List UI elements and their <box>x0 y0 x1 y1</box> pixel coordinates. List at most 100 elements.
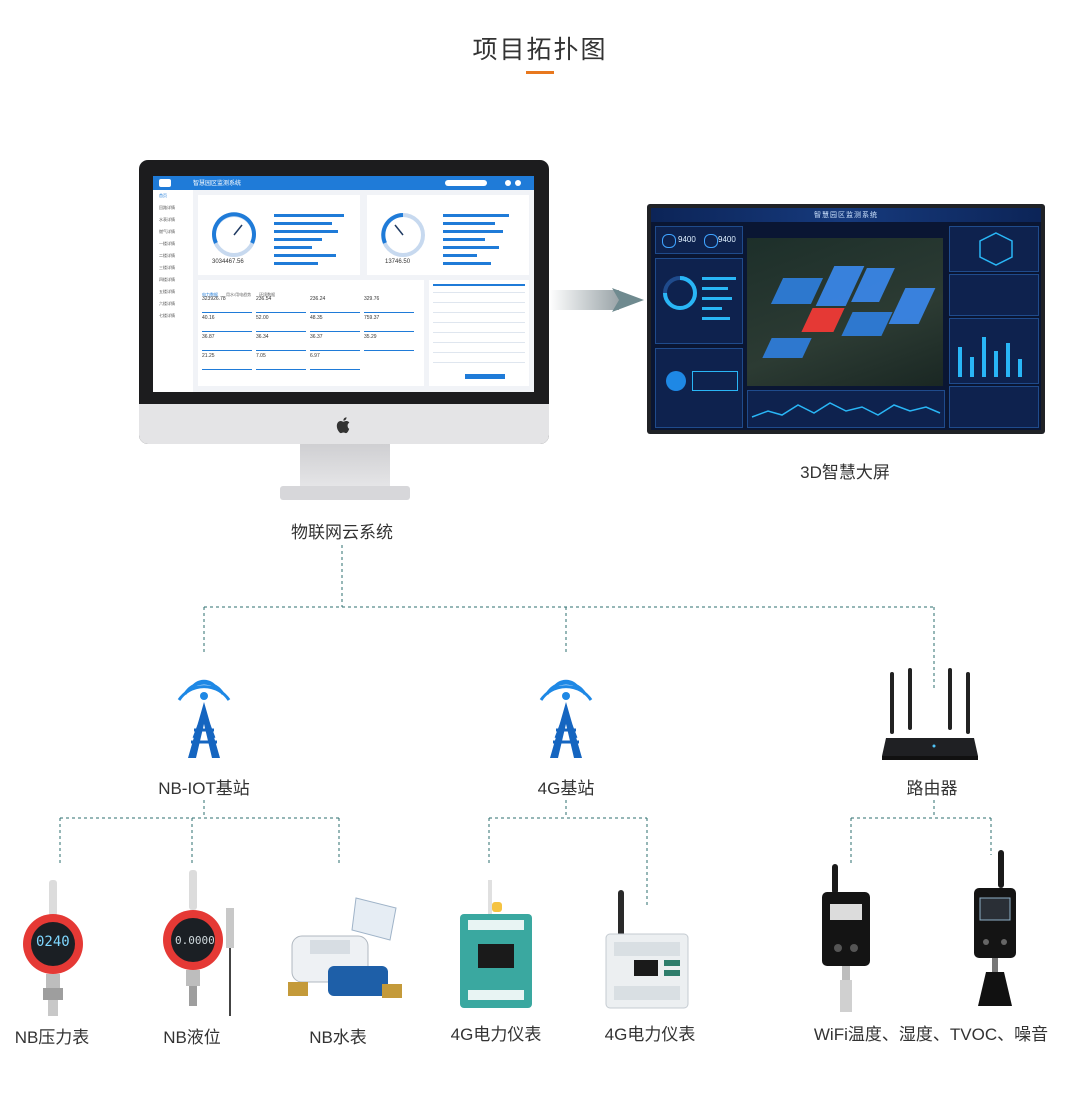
sidebar-item[interactable]: 七楼详情 <box>159 313 175 318</box>
apple-logo-icon <box>336 417 350 434</box>
panel-water-gauge: 13746.50 <box>367 195 529 275</box>
hexagon-icon <box>979 232 1013 266</box>
power-meter-icon <box>460 880 532 1008</box>
data-cell: 36.37 <box>310 334 360 351</box>
app-header: 智慧园区监测系统 <box>153 176 534 190</box>
title-underline <box>526 71 554 74</box>
device-label-water: NB水表 <box>309 1028 367 1047</box>
tab-item[interactable]: 用水/用电趋势 <box>226 292 252 297</box>
tab-item[interactable]: 电力数据 <box>202 292 218 297</box>
monitor-base <box>280 486 410 500</box>
link-4g-devices <box>488 800 648 905</box>
device-label-power-2: 4G电力仪表 <box>604 1025 696 1044</box>
data-cell: 21.25 <box>202 353 252 370</box>
stat-panel: 9400 9400 <box>655 226 743 254</box>
page-title: 项目拓扑图 <box>472 36 608 64</box>
station-label-router: 路由器 <box>906 779 958 798</box>
app-title: 智慧园区监测系统 <box>193 181 242 187</box>
right-panel-mid <box>949 274 1039 316</box>
panel-power-gauge: 3034467.56 <box>198 195 360 275</box>
settings-icon[interactable] <box>515 180 521 186</box>
arrow-band <box>549 290 619 310</box>
data-cell: 323926.78 <box>202 296 252 313</box>
sidebar-item[interactable]: 回路详情 <box>159 205 175 210</box>
radio-tower-icon <box>177 679 231 758</box>
stat-value-2: 9400 <box>718 235 736 244</box>
trend-panel <box>747 390 945 428</box>
sidebar-item[interactable]: 四楼详情 <box>159 277 175 282</box>
data-cell: 759.37 <box>364 315 414 332</box>
app-logo-icon <box>159 179 171 187</box>
level-gauge-icon <box>163 870 234 1016</box>
pressure-gauge-icon <box>23 880 83 1016</box>
arrow-right-icon <box>612 288 644 312</box>
device-label-power-1: 4G电力仪表 <box>450 1025 542 1044</box>
device-label-level: NB液位 <box>163 1028 221 1047</box>
sidebar-item[interactable]: 二楼详情 <box>159 253 175 258</box>
device-label-pressure: NB压力表 <box>14 1028 90 1047</box>
power-gauge-icon <box>212 212 256 257</box>
big-screen-display: 智慧园区监测系统 9400 9400 <box>651 208 1041 430</box>
3d-park-view <box>747 238 943 386</box>
data-cell: 35.29 <box>364 334 414 351</box>
gauge-left-value: 3034467.56 <box>212 259 244 265</box>
device-label-env: WiFi温度、湿度、TVOC、噪音 <box>813 1025 1049 1044</box>
env-sensor-icon <box>822 864 870 1012</box>
radio-tower-icon <box>539 679 593 758</box>
station-label-4g: 4G基站 <box>537 779 595 798</box>
power-meter-icon <box>605 890 689 1009</box>
water-meter-icon <box>288 897 402 998</box>
left-panel-rings <box>655 258 743 344</box>
sidebar-item[interactable]: 三楼详情 <box>159 265 175 270</box>
right-panel-top <box>949 226 1039 272</box>
right-panel-bottom <box>949 386 1039 428</box>
cloud-dashboard-screen: 智慧园区监测系统 首页回路详情水表详情燃气详情一楼详情二楼详情三楼详情四楼详情五… <box>153 176 534 392</box>
sidebar-item[interactable]: 水表详情 <box>159 217 175 222</box>
data-cell: 48.35 <box>310 315 360 332</box>
big-screen-header: 智慧园区监测系统 <box>651 208 1041 222</box>
ring-chart-icon <box>663 276 697 310</box>
pagination[interactable] <box>465 374 505 379</box>
stat-value-1: 9400 <box>678 235 696 244</box>
app-sidebar: 首页回路详情水表详情燃气详情一楼详情二楼详情三楼详情四楼详情五楼详情六楼详情七楼… <box>153 190 193 392</box>
gauge-right-value: 13746.50 <box>385 259 411 265</box>
big-screen-title: 智慧园区监测系统 <box>814 212 878 219</box>
data-cell: 36.34 <box>256 334 306 351</box>
right-panel-bars <box>949 318 1039 384</box>
sidebar-item[interactable]: 五楼详情 <box>159 289 175 294</box>
bar-list-right <box>443 209 509 265</box>
big-screen-label: 3D智慧大屏 <box>800 463 890 482</box>
env-sensor-icon <box>974 850 1016 1006</box>
sidebar-item[interactable]: 六楼详情 <box>159 301 175 306</box>
station-label-nb: NB-IOT基站 <box>158 779 250 798</box>
router-icon <box>882 668 978 760</box>
sidebar-item[interactable]: 燃气详情 <box>159 229 175 234</box>
bar-list-left <box>274 209 344 265</box>
data-cell: 36.87 <box>202 334 252 351</box>
trend-line-icon <box>751 402 941 418</box>
sidebar-item[interactable]: 一楼详情 <box>159 241 175 246</box>
data-cell: 329.76 <box>364 296 414 313</box>
level-display: 0.0000 <box>175 934 215 947</box>
data-cell: 52.00 <box>256 315 306 332</box>
pressure-display: 0240 <box>36 934 70 950</box>
water-gauge-icon <box>381 213 425 257</box>
data-cell: 236.24 <box>310 296 360 313</box>
search-input[interactable] <box>445 180 487 186</box>
stat-icon <box>662 234 676 248</box>
sidebar-item[interactable]: 首页 <box>159 193 167 198</box>
data-cell: 6.97 <box>310 353 360 370</box>
user-icon[interactable] <box>505 180 511 186</box>
cloud-system-label: 物联网云系统 <box>291 523 393 542</box>
link-router-devices <box>850 800 992 866</box>
data-cell: 236.54 <box>256 296 306 313</box>
stat-icon <box>704 234 718 248</box>
data-cell: 40.16 <box>202 315 252 332</box>
tab-item[interactable]: 环境数据 <box>259 292 276 297</box>
link-nb-devices <box>59 800 340 866</box>
panel-alarm-list <box>429 280 529 386</box>
monitor-stand <box>300 444 390 492</box>
data-cell: 7.05 <box>256 353 306 370</box>
